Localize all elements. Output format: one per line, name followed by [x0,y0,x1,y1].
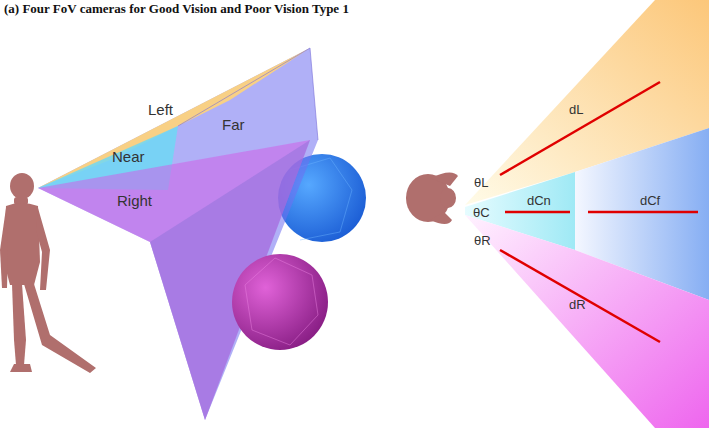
scene-3d [0,48,366,420]
head-top-view [406,172,458,224]
fov-region: θC dCn [466,194,566,222]
fov-region: Near [100,142,160,172]
fov-region: Far [205,110,265,140]
distance-lines [500,82,698,342]
region-label: θR [474,234,491,248]
scene-top [406,0,709,428]
fov-region: θL dL [466,95,596,195]
region-label: Right [117,193,152,210]
region-label: θC [473,206,490,220]
right-fan [465,215,709,428]
region-label: dR [569,298,586,312]
human-figure [0,173,96,373]
magenta-sphere [232,254,328,350]
fov-region: Right [105,186,175,216]
region-label: Near [112,149,145,166]
fov-region: Left [130,95,190,125]
region-label: Left [148,102,173,119]
figure-title: (a) Four FoV cameras for Good Vision and… [4,1,349,17]
region-label: dCn [527,194,551,208]
region-label: dL [569,103,583,117]
fov-region: dCf [620,190,680,210]
region-label: θL [474,176,488,190]
fov-region: θR dR [466,232,596,322]
region-label: Far [222,117,245,134]
region-label: dCf [640,194,660,208]
